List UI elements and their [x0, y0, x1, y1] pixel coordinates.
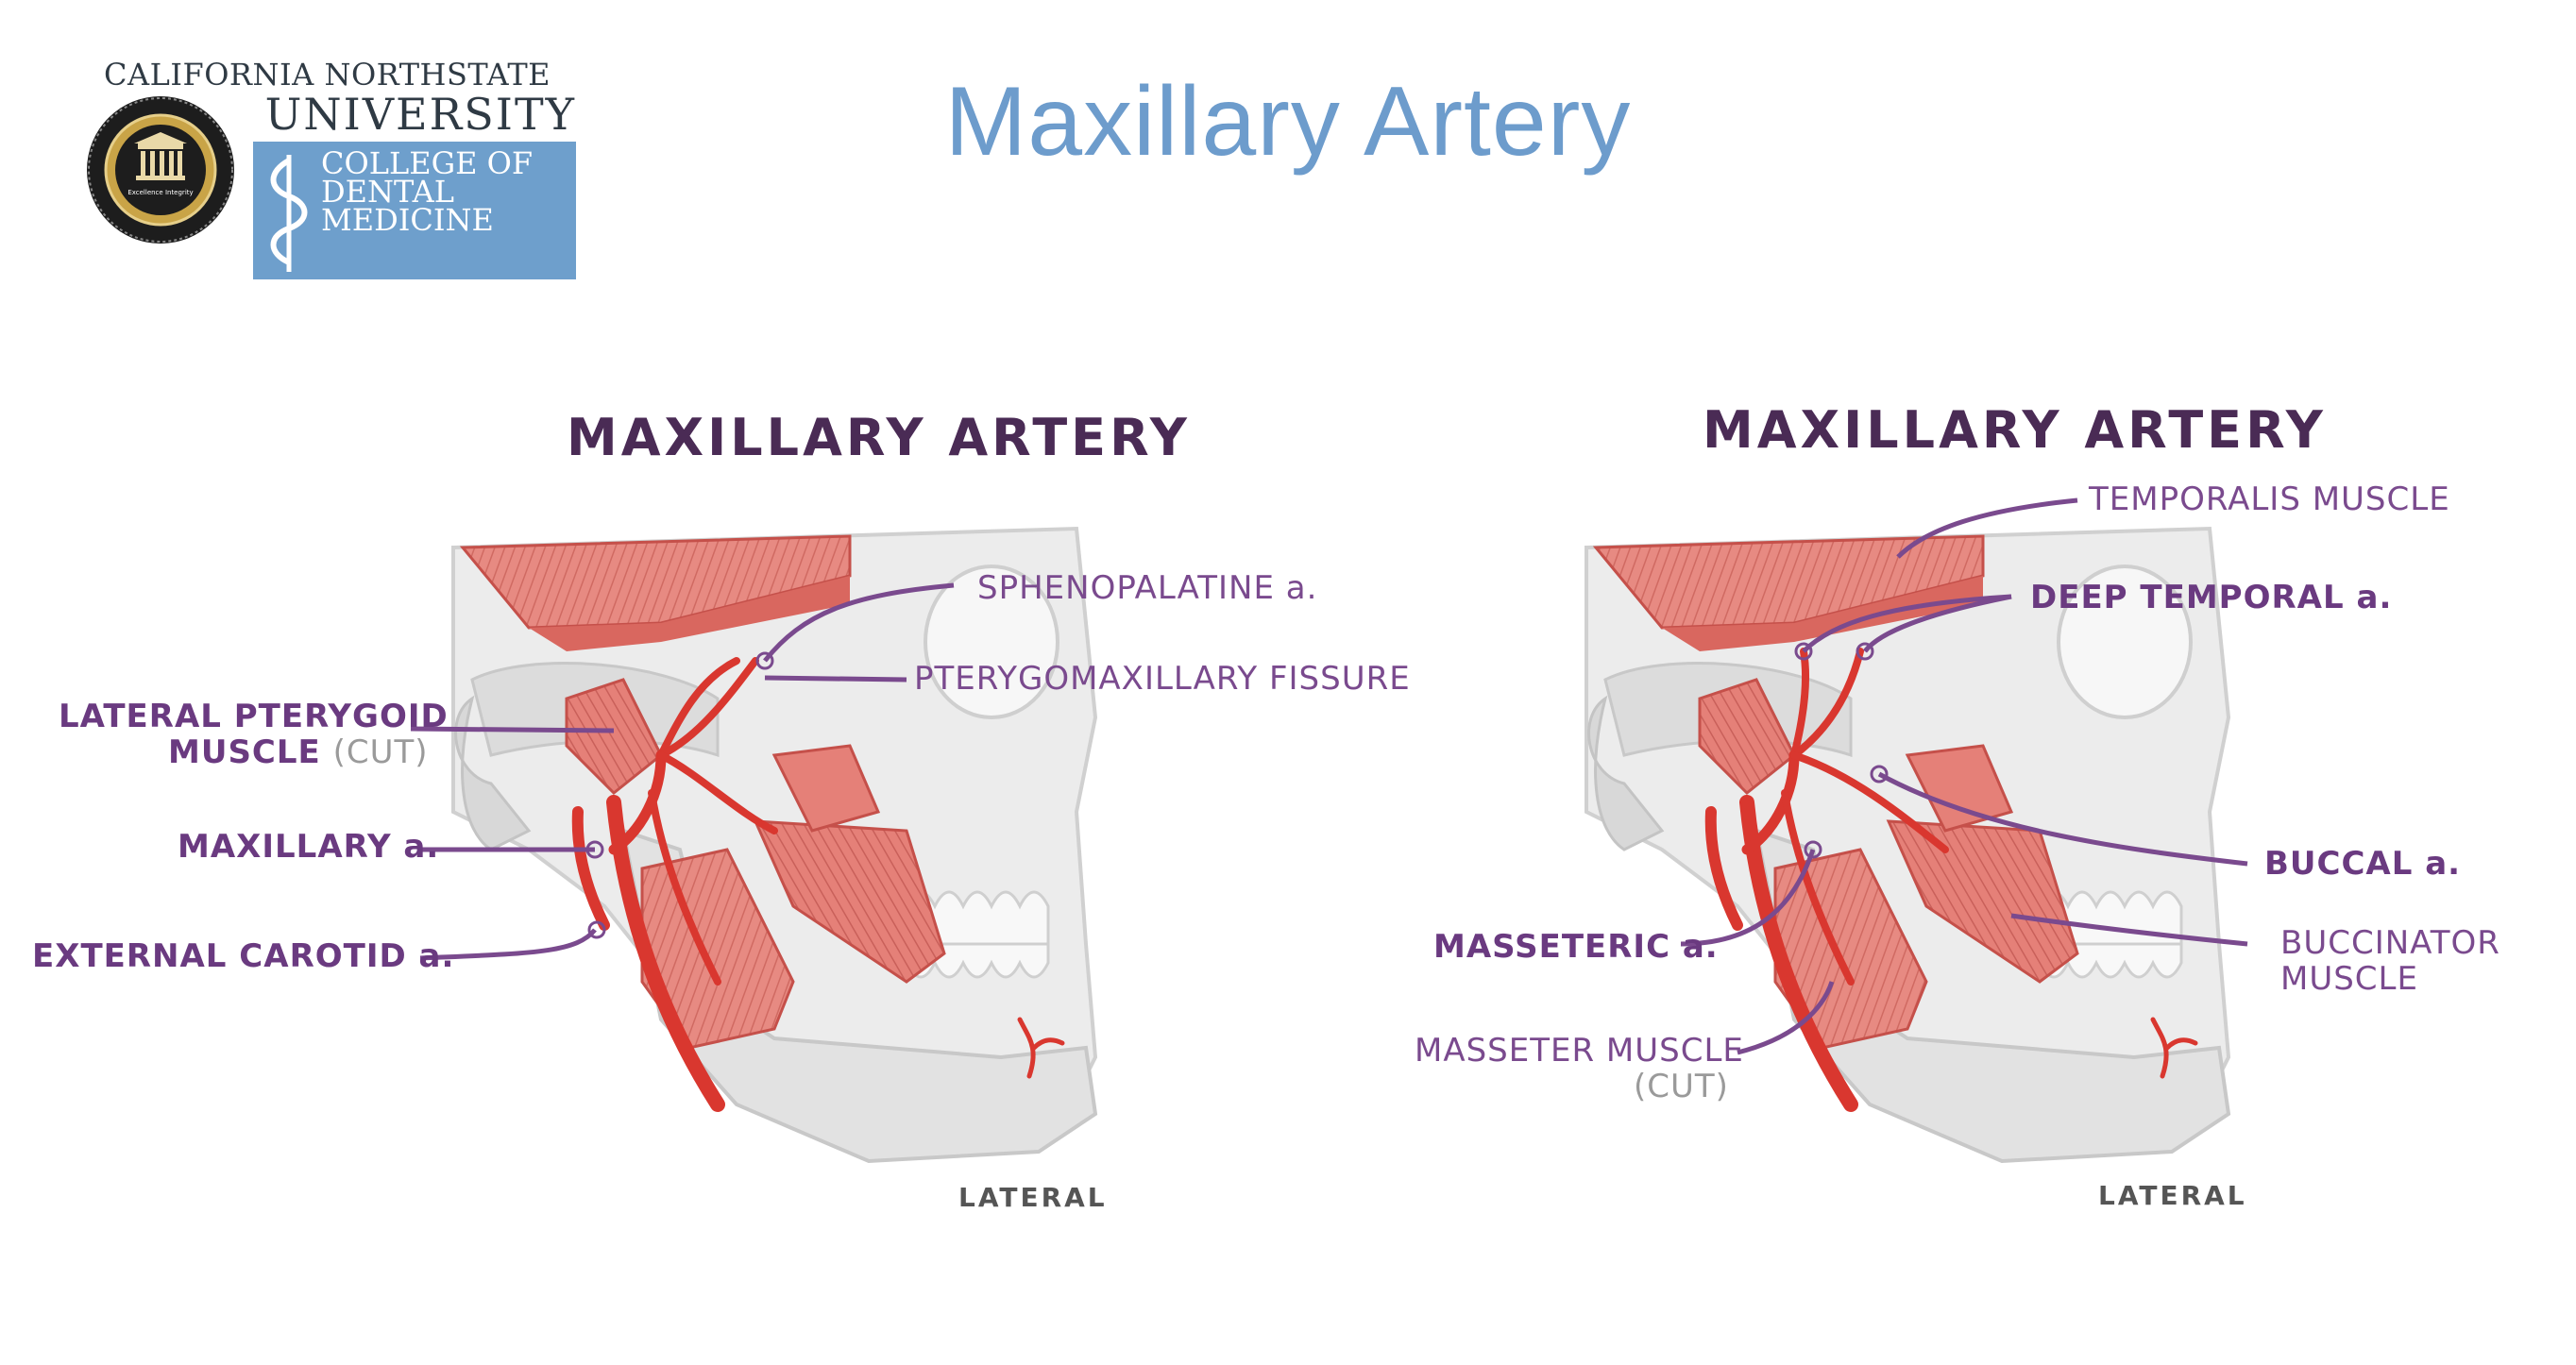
- label-buccinator-muscle: MUSCLE: [2280, 960, 2418, 998]
- label-muscle-text: MUSCLE: [168, 733, 321, 771]
- label-external-carotid: EXTERNAL CAROTID a.: [32, 937, 455, 975]
- right-panel-title: MAXILLARY ARTERY: [1703, 400, 2327, 460]
- caduceus-icon: [270, 155, 308, 272]
- logo-line2: University: [264, 89, 576, 140]
- logo-box-line2: Dental: [321, 174, 454, 210]
- page-title: Maxillary Artery: [944, 67, 1632, 177]
- label-maxillary-artery: MAXILLARY a.: [178, 828, 440, 866]
- label-masseteric: MASSETERIC a.: [1433, 928, 1719, 966]
- logo-box-line1: College of: [321, 145, 534, 181]
- right-view-label: LATERAL: [2098, 1180, 2247, 1211]
- left-ring-markers: [585, 651, 774, 939]
- left-arteries: [571, 657, 1065, 1112]
- label-lateral-pterygoid: LATERAL PTERYGOID: [59, 698, 449, 735]
- label-masseter-muscle: MASSETER MUSCLE: [1415, 1032, 1744, 1070]
- label-deep-temporal: DEEP TEMPORAL a.: [2030, 579, 2393, 616]
- label-cut-right: (CUT): [1634, 1068, 1729, 1105]
- label-buccal: BUCCAL a.: [2264, 845, 2462, 883]
- right-ring-markers: [1794, 642, 1889, 859]
- label-lateral-pterygoid-muscle: MUSCLE (CUT): [168, 734, 429, 770]
- logo-line1: California Northstate: [104, 57, 551, 93]
- seal-text: Excellence Integrity: [127, 189, 193, 196]
- left-panel-title: MAXILLARY ARTERY: [567, 408, 1191, 467]
- label-sphenopalatine: SPHENOPALATINE a.: [977, 569, 1318, 607]
- right-leaders: [1680, 497, 2248, 1055]
- logo-box-line3: Medicine: [321, 202, 494, 238]
- left-leaders: [410, 582, 955, 961]
- label-cut-right-wrap: (CUT): [1634, 1069, 1729, 1104]
- label-temporalis-muscle: TEMPORALIS MUSCLE: [2089, 480, 2450, 518]
- left-view-label: LATERAL: [958, 1182, 1108, 1213]
- label-cut-left: (CUT): [332, 733, 429, 771]
- right-arteries: [1704, 648, 2198, 1112]
- university-logo: California Northstate University Excelle…: [83, 57, 576, 279]
- seal-icon: Excellence Integrity: [87, 96, 234, 244]
- label-buccinator: BUCCINATOR: [2280, 924, 2500, 962]
- left-muscles: [459, 534, 946, 1050]
- label-pterygomaxillary-fissure: PTERYGOMAXILLARY FISSURE: [914, 660, 1411, 698]
- college-box: College of Dental Medicine: [253, 142, 576, 279]
